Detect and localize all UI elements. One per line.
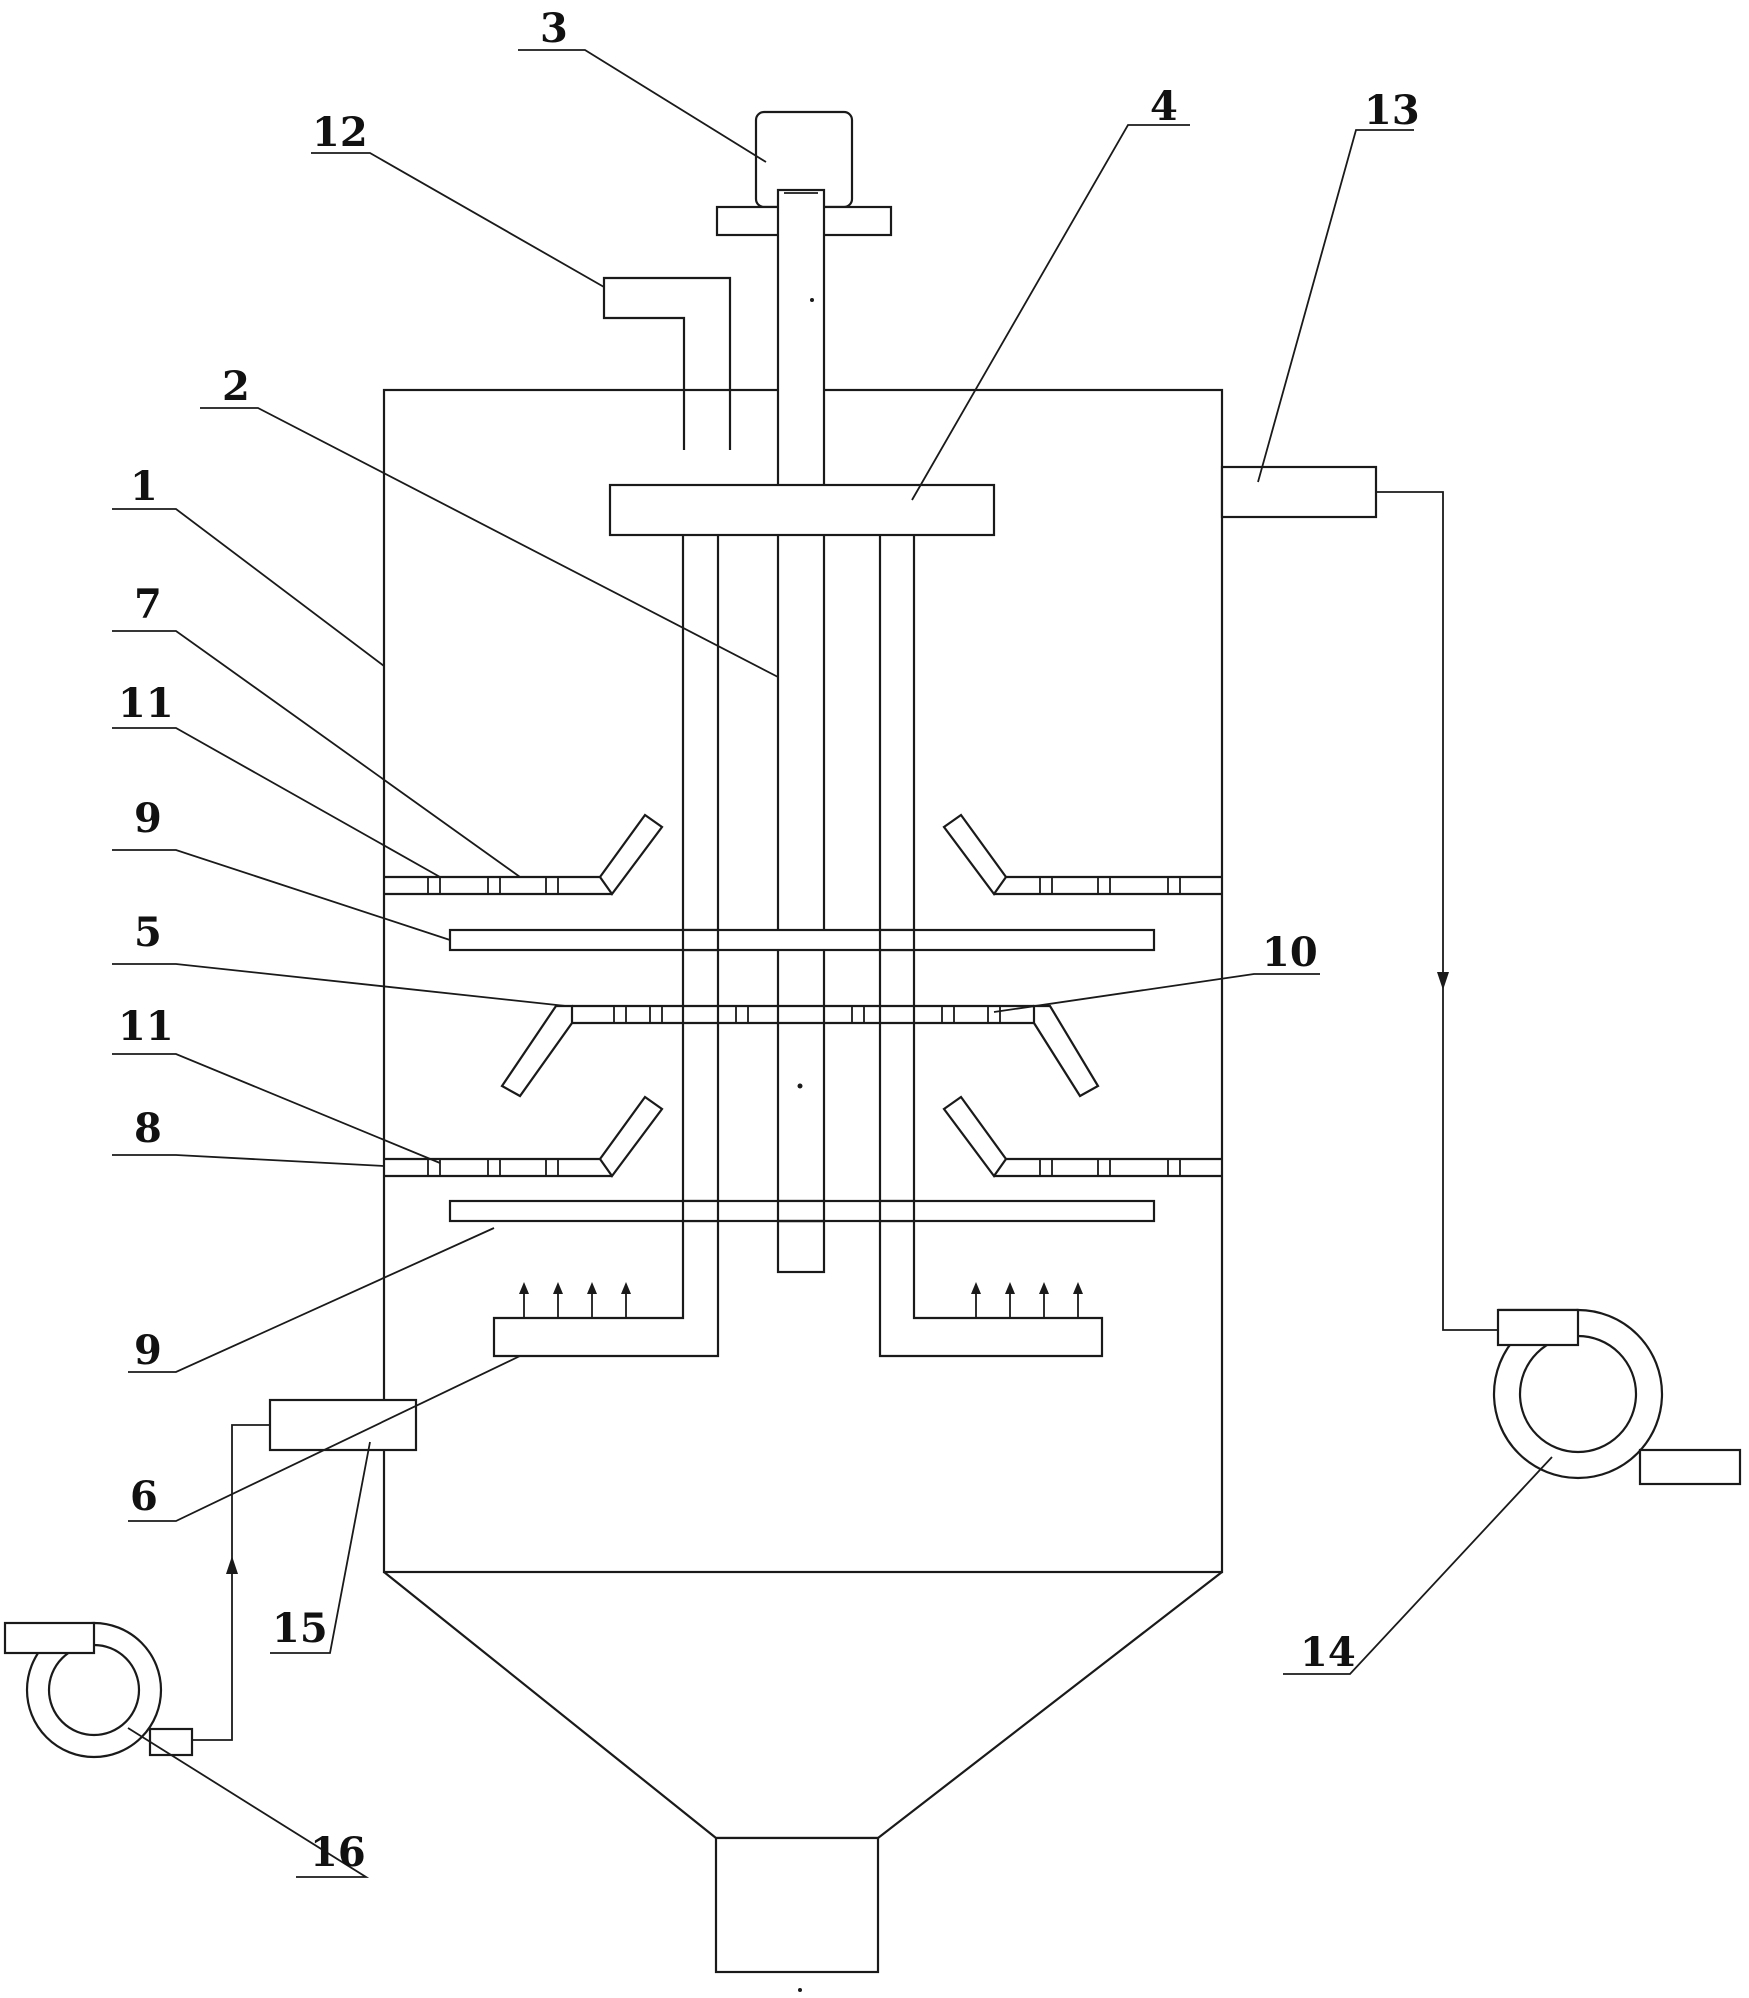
- exhaust-fan: [1492, 1308, 1742, 1486]
- label-11b: 11: [118, 1003, 174, 1050]
- label-10: 10: [1262, 929, 1318, 976]
- label-7: 7: [134, 581, 162, 628]
- label-4: 4: [1150, 83, 1178, 130]
- gas-inlet: [192, 1398, 418, 1741]
- label-6: 6: [130, 1473, 158, 1520]
- lower-fixed-tray: [384, 1095, 1222, 1178]
- label-15: 15: [272, 1605, 328, 1652]
- spray-arrows: [519, 1282, 1083, 1318]
- label-5: 5: [134, 909, 162, 956]
- upper-fixed-tray: [384, 813, 1222, 896]
- label-3: 3: [540, 5, 568, 52]
- label-13: 13: [1364, 87, 1420, 134]
- label-16: 16: [310, 1829, 366, 1876]
- gas-outlet: [1220, 465, 1498, 1331]
- label-9a: 9: [134, 795, 162, 842]
- label-9b: 9: [134, 1327, 162, 1374]
- label-8: 8: [134, 1105, 162, 1152]
- leader-lines: [112, 49, 1553, 1878]
- label-14: 14: [1300, 1629, 1356, 1676]
- label-11a: 11: [118, 680, 174, 727]
- rotating-tray: [500, 1004, 1100, 1098]
- tank-body: [382, 388, 1224, 1992]
- top-disc: [608, 483, 996, 537]
- feed-pipe: [602, 276, 732, 450]
- label-12: 12: [312, 109, 368, 156]
- label-2: 2: [222, 363, 250, 410]
- rotating-shaft: [776, 188, 826, 1274]
- upper-plate: [448, 928, 1156, 952]
- blower: [3, 1621, 194, 1759]
- discharge-outlet: [714, 1836, 880, 1974]
- reference-numerals: 3 4 12 13 2 1 7 11 9 5 10 11 8 9 6 15 14…: [118, 5, 1420, 1876]
- label-1: 1: [130, 463, 158, 510]
